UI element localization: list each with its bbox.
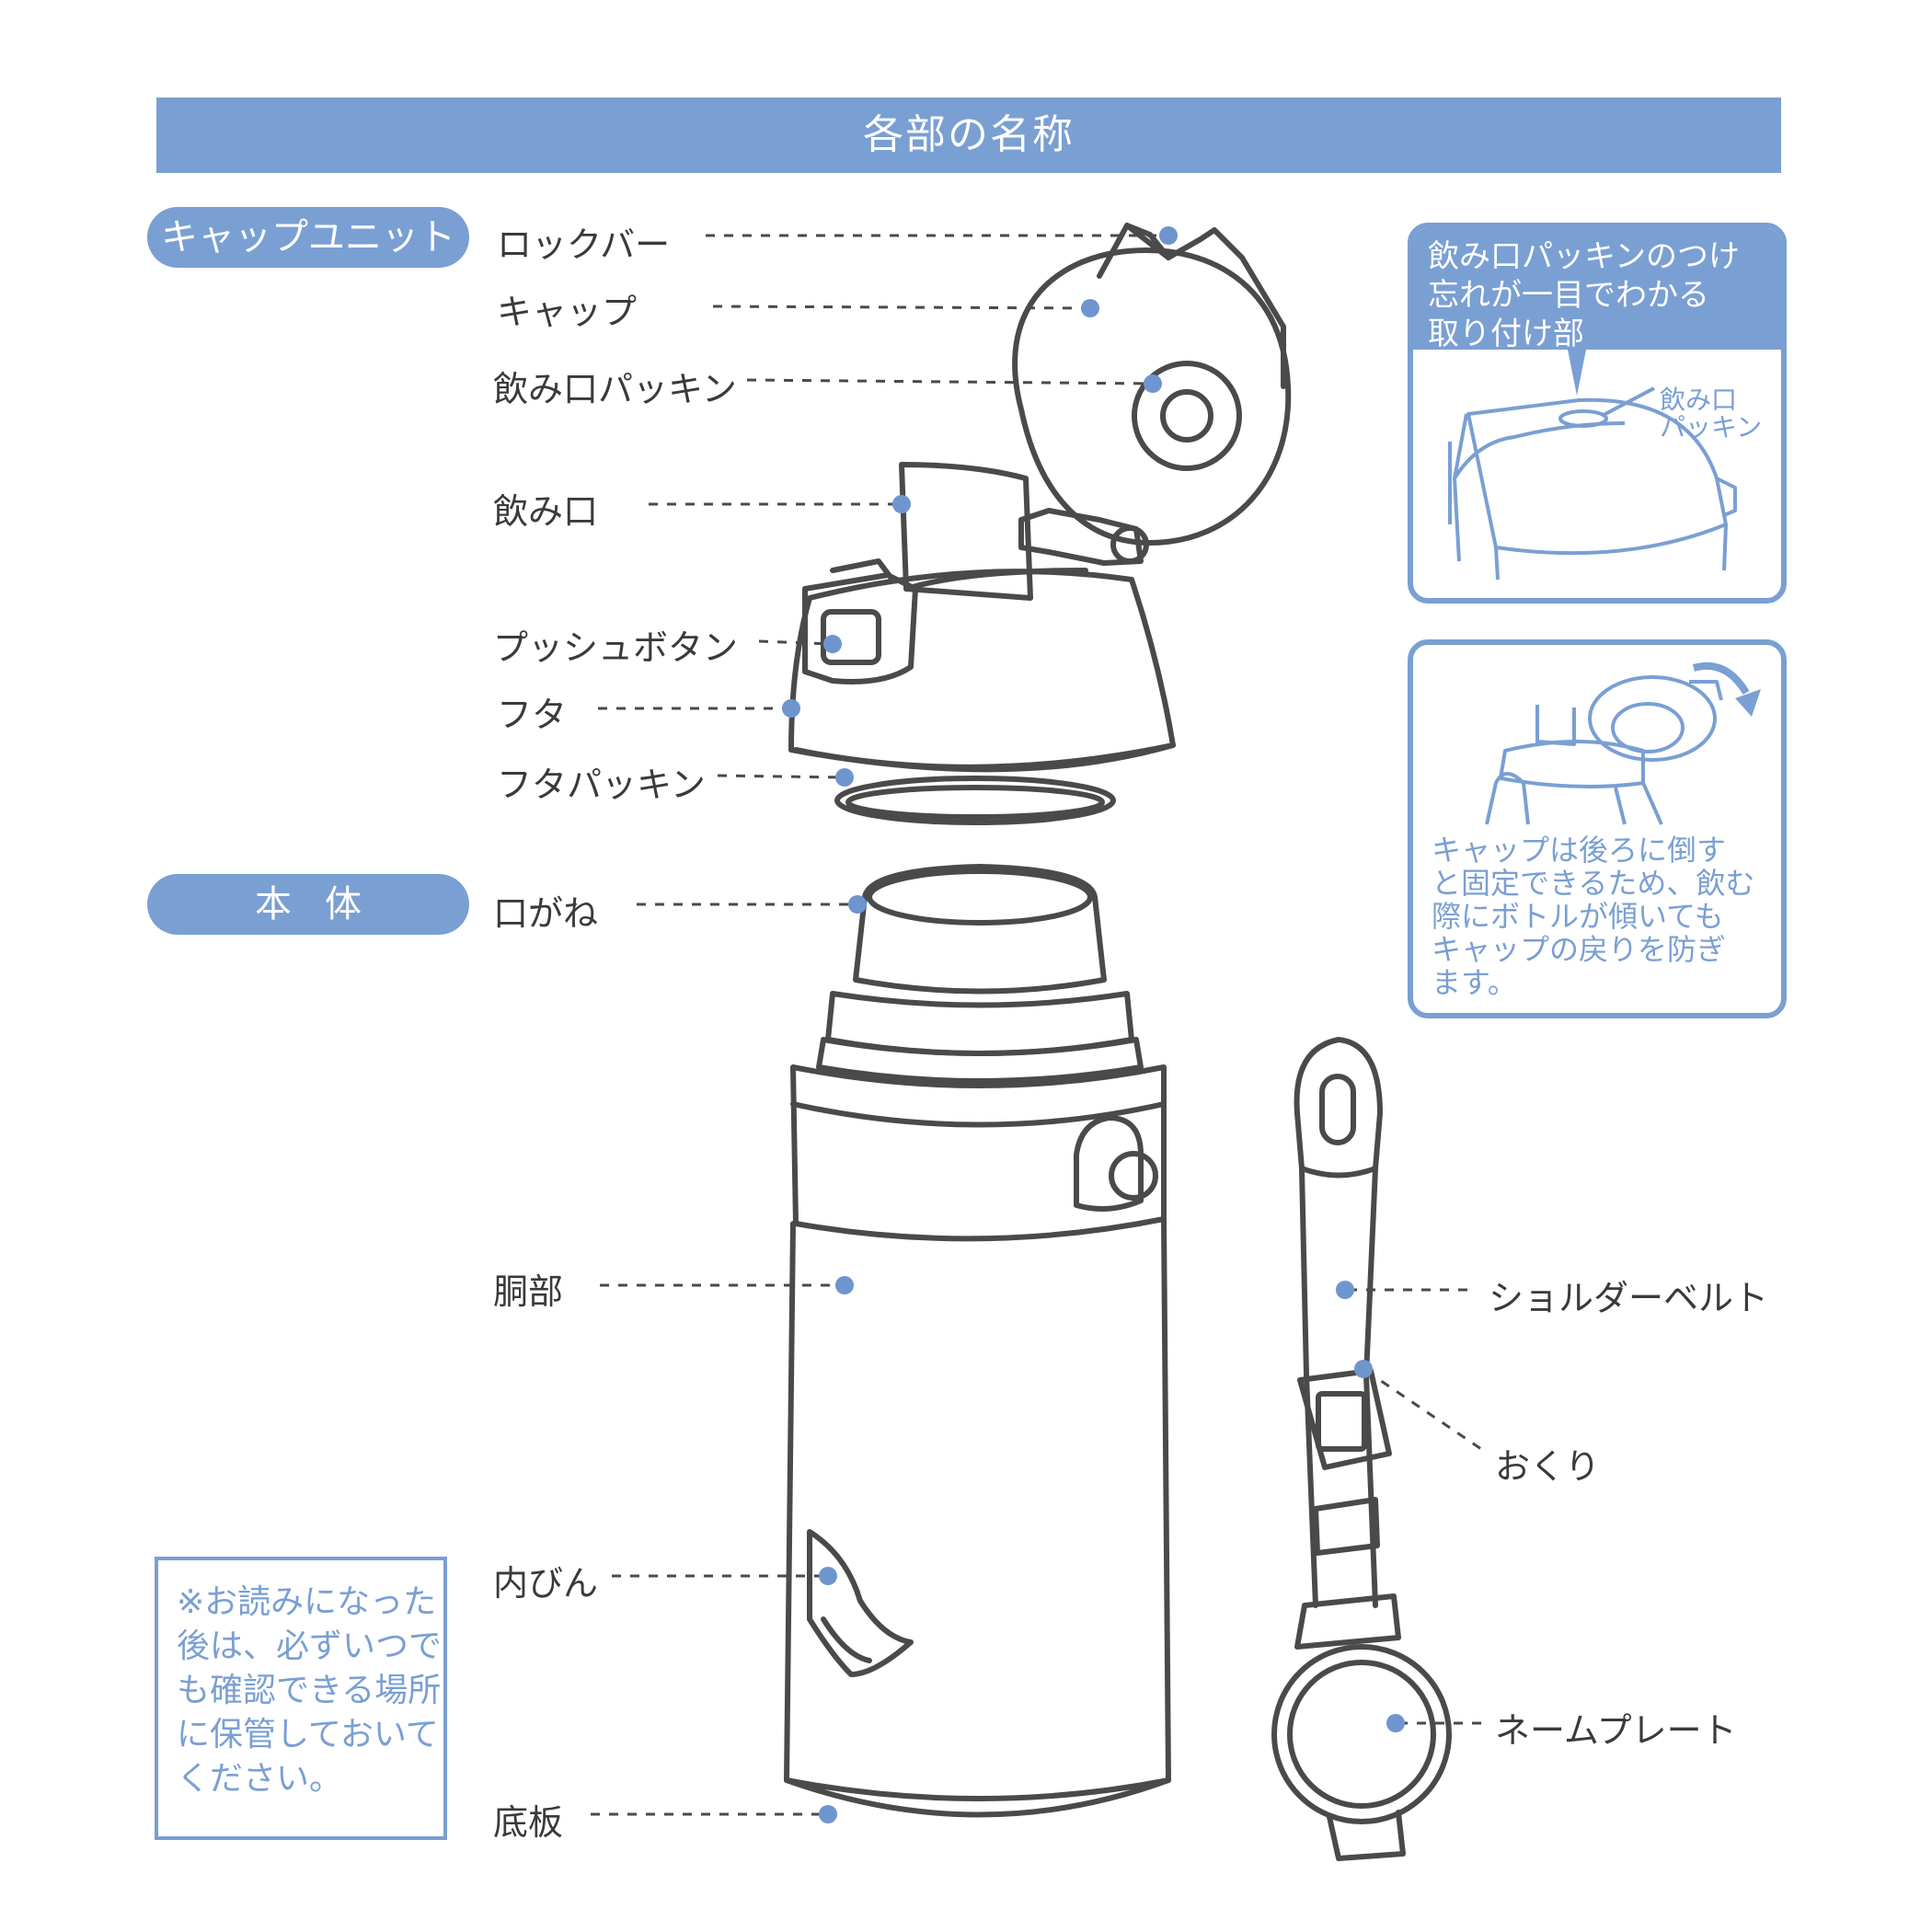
label-lid: フタ [497, 695, 568, 735]
callout-line: パッキン [1660, 412, 1763, 443]
label-bottom-plate: 底板 [493, 1802, 564, 1843]
label-cap: キャップ [497, 292, 638, 332]
section-cap-unit: キャップユニット [147, 207, 469, 268]
label-spout-packing: 飲み口パッキン [493, 369, 737, 409]
shoulder-belt-shape [1299, 1166, 1378, 1378]
belt-tab [1294, 1037, 1383, 1179]
info-box-cap-lock: キャップは後ろに倒す と固定できるため、飲む 際にボトルが傾いても キャップの戻… [1408, 639, 1787, 1018]
note-line: キャップの戻りを防ぎ [1432, 932, 1727, 967]
note-line: キャップは後ろに倒す [1432, 833, 1727, 868]
push-button-shape [802, 572, 918, 684]
cap-tilt-illustration [1485, 661, 1761, 825]
label-name-plate: ネームプレート [1495, 1710, 1737, 1751]
label-buckle: おくり [1495, 1446, 1601, 1487]
note-line: ます。 [1432, 965, 1517, 1000]
label-mouth-ring: 口がね [493, 893, 599, 934]
memo-line: に保管しておいて [177, 1716, 439, 1754]
memo-line: ※お読みになった [177, 1583, 437, 1621]
memo-box: ※お読みになった 後は、必ずいつで も確認できる場所 に保管しておいて ください… [155, 1557, 447, 1840]
note-line: と固定できるため、飲む [1432, 866, 1755, 901]
heading-line: 忘れが一目でわかる [1428, 277, 1709, 314]
label-body-part: 胴部 [493, 1271, 564, 1312]
callout-line: 飲み口 [1660, 385, 1738, 415]
memo-line: 後は、必ずいつで [177, 1627, 443, 1665]
info-box-2-note: キャップは後ろに倒す と固定できるため、飲む 際にボトルが傾いても キャップの戻… [1432, 834, 1772, 999]
lid-shape [788, 569, 1176, 773]
memo-line: ください。 [177, 1760, 343, 1798]
body-shell [784, 1216, 1171, 1818]
note-line: 際にボトルが傾いても [1432, 899, 1724, 934]
inner-bottle-window [807, 1529, 914, 1677]
lid-packing-shape [834, 776, 1116, 825]
buckle-shape [1297, 1368, 1392, 1470]
label-inner-bottle: 内びん [493, 1563, 599, 1604]
cap-closeup-illustration [1448, 350, 1737, 581]
spout-shape [899, 462, 1033, 601]
cap-shell [1012, 247, 1292, 546]
label-lock-bar: ロックバー [497, 224, 671, 265]
label-push-button: プッシュボタン [493, 627, 739, 668]
label-shoulder-belt: ショルダーベルト [1489, 1278, 1769, 1318]
spout-packing-ring [1132, 361, 1242, 471]
section-body: 本体 [147, 874, 469, 935]
label-lid-packing: フタパッキン [497, 765, 706, 805]
label-spout: 飲み口 [493, 491, 599, 532]
heading-line: 飲み口パッキンのつけ [1428, 238, 1740, 275]
page-title: 各部の名称 [156, 98, 1781, 173]
name-plate-shape [1271, 1644, 1452, 1824]
heading-line: 取り付け部 [1428, 316, 1584, 352]
info-box-1-heading: 飲み口パッキンのつけ 忘れが一目でわかる 取り付け部 [1413, 228, 1781, 352]
memo-line: も確認できる場所 [177, 1672, 442, 1709]
mouth-ring-shape [853, 864, 1107, 995]
info-box-spout-packing: 飲み口パッキンのつけ 忘れが一目でわかる 取り付け部 飲み口 パッキン [1408, 223, 1787, 604]
